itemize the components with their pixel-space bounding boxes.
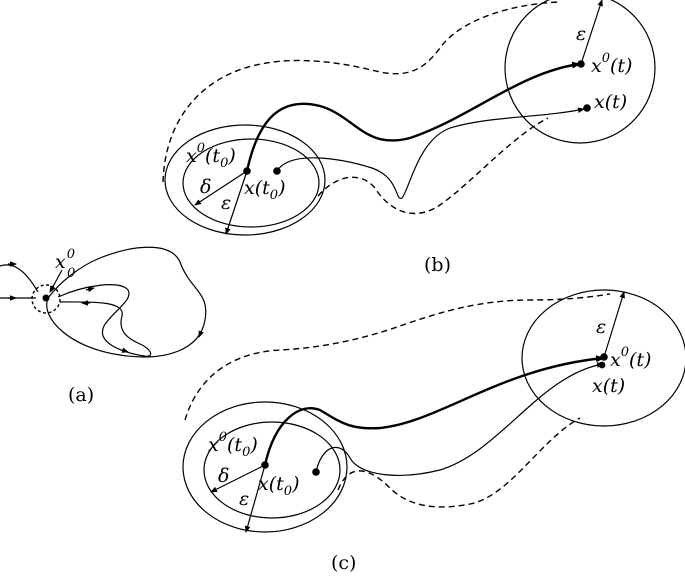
panel-c-delta-arrow	[210, 464, 266, 493]
panel-c-point-x-t	[598, 361, 606, 369]
panel-b-perturbed-trajectory	[276, 107, 585, 199]
panel-b-point-x-t0	[273, 167, 281, 175]
panel-b-tube-upper	[162, 1, 561, 183]
panel-c-perturbed-trajectory	[315, 362, 604, 476]
panel-c: x0(t0) x(t0) δ ε ε x0(t) x(t) (c)	[182, 289, 685, 574]
panel-a-loop-arrow-2	[121, 347, 129, 353]
panel-b-point-x-t	[583, 104, 591, 112]
panel-c-point-x-t0	[312, 468, 320, 476]
panel-c-label-x0-t: x0(t)	[610, 345, 651, 371]
panel-a-pointer-arrow	[49, 269, 63, 293]
panel-b-label-x0-t: x0(t)	[591, 51, 632, 77]
panel-c-label-epsilon-end: ε	[596, 316, 606, 338]
panel-a-caption: (a)	[68, 384, 94, 406]
panel-c-label-x-t0: x(t0)	[258, 473, 299, 499]
panel-b-epsilon-circle	[504, 0, 656, 144]
panel-b-label-epsilon-start: ε	[221, 192, 231, 214]
panel-b-label-epsilon-end: ε	[576, 23, 586, 45]
panel-b-delta-arrow	[194, 170, 248, 206]
panel-b-delta-ellipse	[182, 138, 320, 228]
panel-a-incoming-1	[0, 264, 39, 293]
panel-b-label-delta: δ	[200, 176, 211, 198]
panel-c-epsilon-end-arrow	[603, 291, 625, 358]
panel-b-label-x-t: x(t)	[594, 91, 627, 113]
panel-c-reference-trajectory	[263, 355, 605, 466]
panel-b-epsilon-end-arrow	[580, 0, 603, 65]
panel-c-label-delta: δ	[218, 465, 229, 487]
panel-c-label-epsilon-start: ε	[239, 488, 249, 510]
panel-c-epsilon-circle	[521, 289, 685, 427]
panel-c-caption: (c)	[331, 552, 356, 574]
panel-c-label-x-t: x(t)	[592, 375, 625, 397]
panel-c-tube-upper	[184, 293, 611, 421]
panel-c-delta-ellipse	[203, 421, 341, 519]
panel-b-reference-trajectory	[245, 61, 581, 172]
panel-a-orbit	[46, 246, 207, 358]
panel-a-neighbourhood	[31, 284, 61, 314]
panel-a-point	[42, 294, 50, 302]
panel-a-inner-loop	[57, 284, 152, 357]
panel-b-epsilon-ellipse	[164, 124, 326, 236]
panel-c-epsilon-start-arrow	[244, 464, 266, 533]
panel-b-caption: (b)	[424, 254, 451, 276]
panel-c-epsilon-ellipse	[182, 401, 348, 533]
panel-b-epsilon-start-arrow	[225, 170, 248, 235]
panel-b-label-x-t0: x(t0)	[244, 177, 285, 203]
panel-b-tube-lower	[317, 117, 549, 215]
panel-c-label-x0-t0: x0(t0)	[208, 430, 258, 460]
panel-b: x0(t0) x(t0) δ ε ε x0(t) x(t) (b)	[162, 0, 656, 276]
panel-c-tube-lower	[337, 417, 581, 508]
panel-a-orbit-arrow	[198, 330, 204, 338]
panel-a-loop-arrow-1	[85, 286, 95, 293]
panel-b-label-x0-t0: x0(t0)	[186, 141, 236, 171]
